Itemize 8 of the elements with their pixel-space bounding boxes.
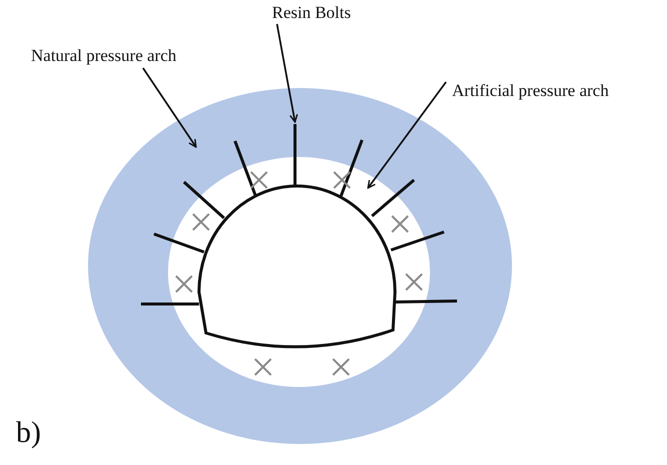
rock-bolt bbox=[294, 124, 296, 186]
callout-label: Resin Bolts bbox=[272, 3, 351, 23]
panel-label: b) bbox=[16, 416, 41, 450]
leader-arrow bbox=[276, 24, 298, 123]
leader-arrow bbox=[142, 68, 197, 148]
callout-label: Natural pressure arch bbox=[31, 46, 176, 66]
callout-label: Artificial pressure arch bbox=[452, 81, 609, 101]
leader-arrow bbox=[367, 81, 447, 189]
